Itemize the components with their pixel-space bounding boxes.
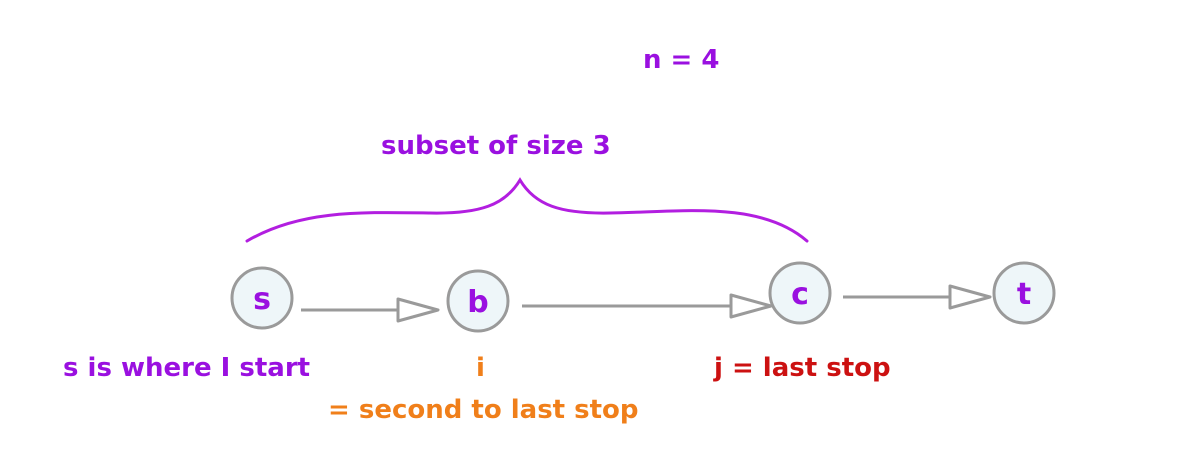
edge-b-c: [522, 293, 773, 319]
node-s-label: s: [253, 282, 271, 317]
n-value-label: n = 4: [643, 45, 720, 75]
i-symbol: i: [476, 353, 485, 383]
node-c: c: [768, 261, 832, 325]
subset-brace: [245, 177, 809, 243]
node-b-label: b: [467, 285, 488, 320]
node-s: s: [230, 266, 294, 330]
node-b: b: [446, 269, 510, 333]
edge-c-t: [843, 284, 992, 310]
start-annotation: s is where I start: [63, 353, 311, 383]
subset-label: subset of size 3: [381, 131, 611, 161]
i-description: = second to last stop: [328, 395, 639, 425]
edge-s-b: [301, 297, 440, 323]
j-description: j = last stop: [714, 353, 891, 383]
node-t: t: [992, 261, 1056, 325]
node-c-label: c: [791, 277, 809, 312]
node-t-label: t: [1017, 277, 1031, 312]
